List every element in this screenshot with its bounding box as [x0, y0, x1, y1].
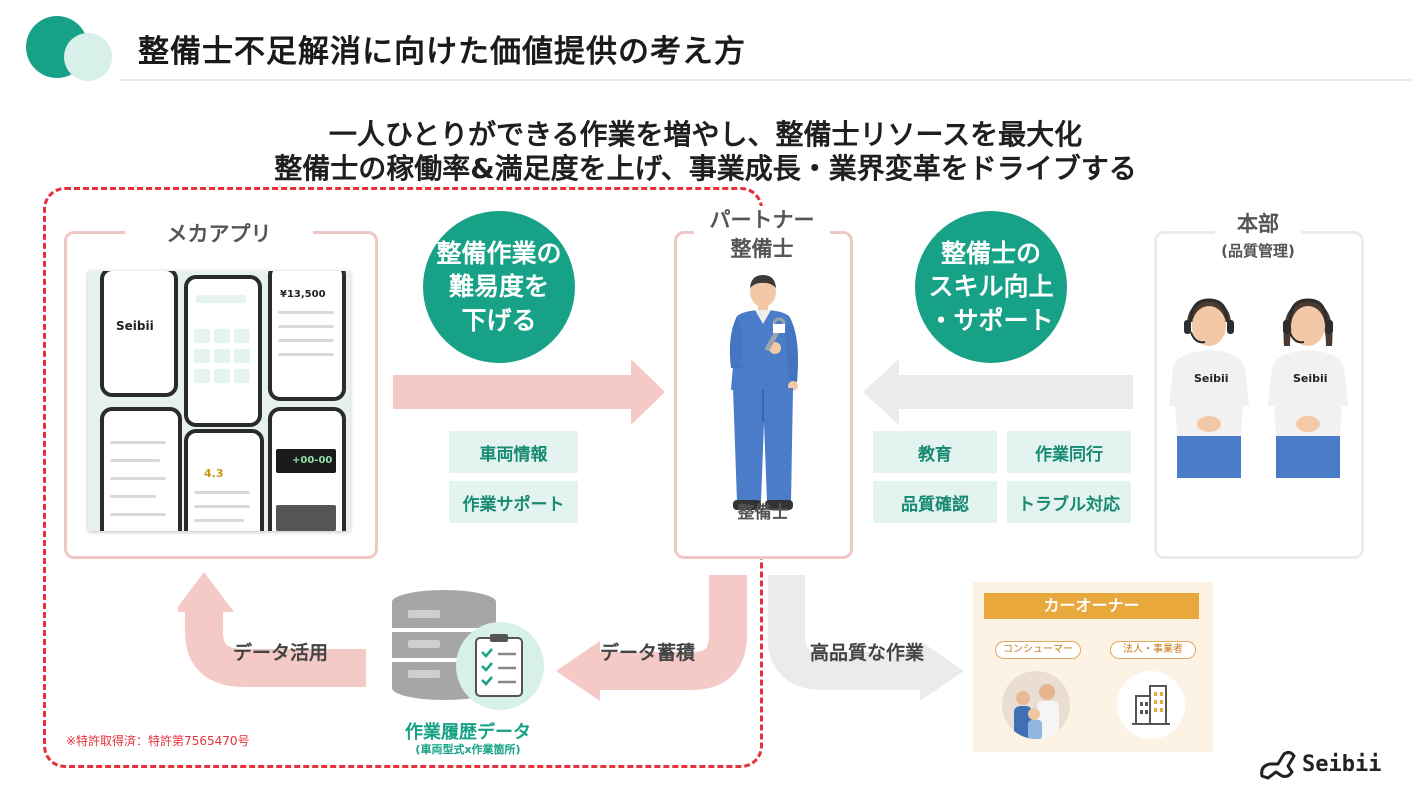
- reduce-difficulty-line1: 整備作業の: [436, 237, 561, 270]
- subtitle-line-2: 整備士の稼働率&満足度を上げ、事業成長・業界変革をドライブする: [0, 147, 1411, 187]
- label-data-store: データ蓄積: [600, 638, 695, 665]
- skill-support-line1: 整備士の: [928, 237, 1053, 270]
- skill-support-circle: 整備士の スキル向上 ・サポート: [915, 211, 1067, 363]
- earnings-amount: ¥13,500: [280, 289, 326, 300]
- car-owner-title: カーオーナー: [984, 593, 1199, 619]
- skill-support-line2: スキル向上: [928, 270, 1053, 303]
- label-data-use: データ活用: [233, 638, 328, 665]
- partner-bottom-label: 整備士: [720, 498, 806, 523]
- patent-note: ※特許取得済：特許第7565470号: [66, 732, 250, 749]
- hq-sublabel: (品質管理): [1200, 240, 1316, 261]
- app-splash-screen: Seibii: [100, 271, 178, 397]
- app-review-screen: 4.3: [184, 429, 264, 531]
- hq-label: 本部: [1215, 208, 1301, 238]
- title-divider: [120, 79, 1411, 81]
- building-icon: [1116, 670, 1186, 740]
- partner-label-line2: 整備士: [694, 235, 830, 264]
- tag-trouble-response: トラブル対応: [1007, 481, 1131, 523]
- app-work-screen: +00-00: [268, 407, 346, 531]
- arrow-hq-to-partner-icon: [863, 359, 1133, 425]
- page-title: 整備士不足解消に向けた価値提供の考え方: [138, 26, 746, 71]
- family-photo-icon: [1001, 670, 1071, 740]
- reduce-difficulty-line2: 難易度を: [436, 270, 561, 303]
- database-icon: [388, 590, 548, 714]
- reduce-difficulty-line3: 下げる: [436, 304, 561, 337]
- brand-wordmark: Seibii: [1302, 752, 1381, 777]
- tag-vehicle-info: 車両情報: [449, 431, 578, 473]
- mechanic-figure-icon: [715, 272, 810, 520]
- database-sublabel: (車両型式x作業箇所): [388, 741, 548, 757]
- hq-staff-1-shirt-logo: Seibii: [1194, 372, 1229, 385]
- arrow-app-to-partner-icon: [393, 359, 665, 425]
- tag-consumer: コンシューマー: [995, 641, 1081, 659]
- app-screenshots: Seibii ¥13,500 4.3 +00-00: [88, 271, 350, 531]
- seibii-logo: Seibii: [116, 319, 154, 333]
- partner-label-line1: パートナー: [694, 206, 830, 235]
- seibii-logo-icon: [1258, 748, 1300, 782]
- reduce-difficulty-circle: 整備作業の 難易度を 下げる: [423, 211, 575, 363]
- hq-staff-1-icon: [1167, 296, 1251, 481]
- work-counter: +00-00: [292, 455, 332, 466]
- partner-label: パートナー 整備士: [694, 206, 830, 264]
- hq-staff-2-icon: [1266, 296, 1350, 481]
- mecha-app-label: メカアプリ: [125, 218, 313, 248]
- skill-support-line3: ・サポート: [928, 304, 1053, 337]
- rating-score: 4.3: [204, 467, 224, 480]
- header-circles-icon: [26, 13, 116, 83]
- app-job-list-screen: [100, 407, 182, 531]
- app-home-screen: [184, 275, 262, 427]
- hq-staff-2-shirt-logo: Seibii: [1293, 372, 1328, 385]
- app-earnings-screen: ¥13,500: [268, 271, 346, 401]
- tag-work-support: 作業サポート: [449, 481, 578, 523]
- tag-quality-check: 品質確認: [873, 481, 997, 523]
- tag-accompany: 作業同行: [1007, 431, 1131, 473]
- tag-business: 法人・事業者: [1110, 641, 1196, 659]
- tag-education: 教育: [873, 431, 997, 473]
- label-quality-work: 高品質な作業: [810, 638, 924, 665]
